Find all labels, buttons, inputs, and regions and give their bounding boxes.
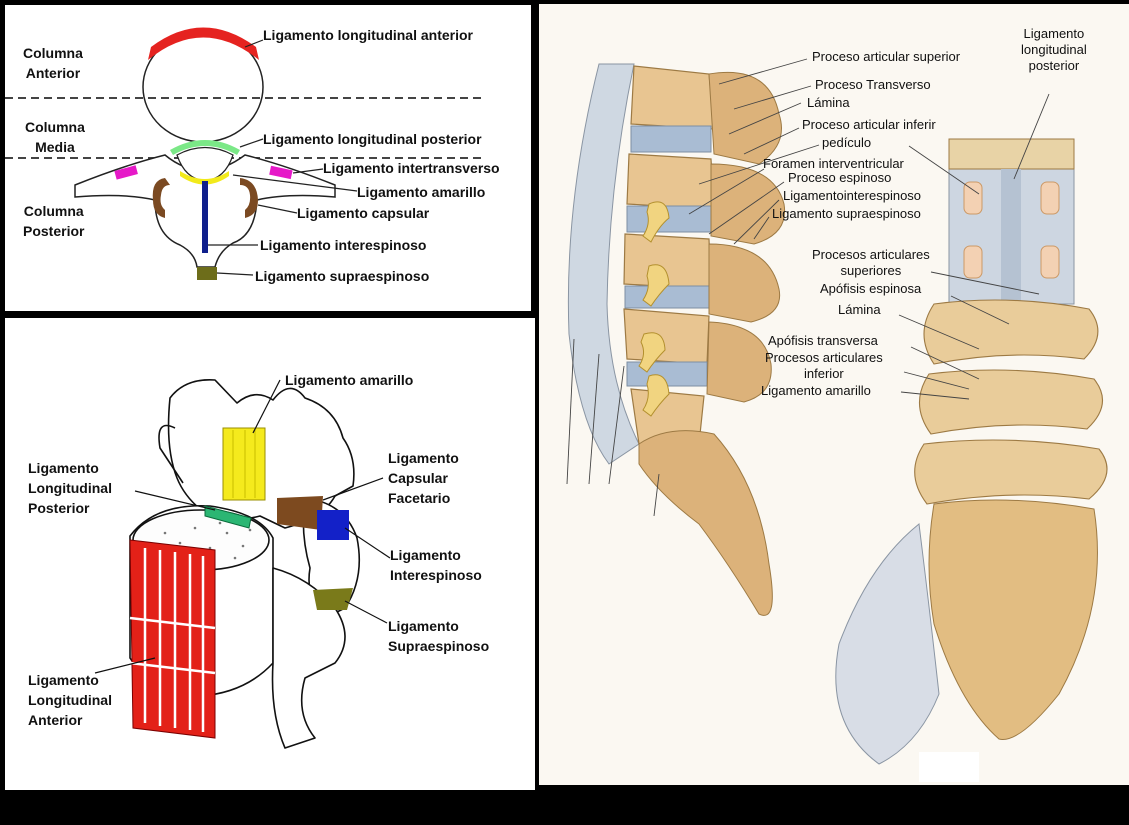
lig-capsular-label: Ligamento capsular [297,203,429,223]
procesos-art-inferior-label: Procesos articulares inferior [765,350,883,382]
lateral-vertebrae [624,66,714,444]
anterior-longitudinal-3d [130,540,215,738]
lig-long-anterior-label: Ligamento longitudinal anterior [263,25,473,45]
proc-espinoso-label: Proceso espinoso [788,171,891,185]
lig-supraespinoso-label: Ligamento supraespinoso [255,266,429,286]
columna-anterior-label: Columna Anterior [23,43,83,83]
pediculo-label: pedículo [822,136,871,150]
interspinous-mark [202,181,208,253]
interspinous-3d [317,510,349,540]
proc-articular-inferir-label: Proceso articular inferir [802,118,936,132]
lumbar-anatomy-illustration: Proceso articular superior Proceso Trans… [539,4,1129,785]
flavum-ligament-3d [223,428,265,500]
posterior-vertebrae [915,300,1107,504]
posterior-sacrum [929,500,1097,739]
p2-lig-long-posterior-label: Ligamento Longitudinal Posterior [28,458,112,518]
lig-interespinoso-label: Ligamento interespinoso [260,235,426,255]
white-patch [919,752,979,782]
lig-amarillo-anat-label: Ligamento amarillo [761,384,871,398]
lig-long-posterior-anat-label: Ligamento longitudinal posterior [1021,26,1087,74]
columna-media-label: Columna Media [25,117,85,157]
lig-amarillo-label: Ligamento amarillo [357,182,485,202]
lig-long-posterior-label: Ligamento longitudinal posterior [263,129,482,149]
p2-lig-amarillo-label: Ligamento amarillo [285,370,413,390]
axial-ligament-diagram: Columna Anterior Columna Media Columna P… [5,5,531,311]
proc-articular-superior-label: Proceso articular superior [812,50,960,64]
supraspinous-mark [197,267,217,280]
foramen-label: Foramen interventricular [763,157,904,171]
lamina-mid-label: Lámina [838,303,881,317]
p2-lig-long-anterior-label: Ligamento Longitudinal Anterior [28,670,112,730]
p2-lig-supraespinoso-label: Ligamento Supraespinoso [388,616,489,656]
lig-supraespinoso-anat-label: Ligamento supraespinoso [772,207,921,221]
p2-lig-capsular-label: Ligamento Capsular Facetario [388,448,459,508]
lig-intertransverso-label: Ligamento intertransverso [323,158,500,178]
procesos-art-superiores-label: Procesos articulares superiores [812,247,930,279]
apofisis-transversa-label: Apófisis transversa [768,334,878,348]
supraspinous-3d [313,588,353,610]
lamina-top-label: Lámina [807,96,850,110]
lateral-sacrum [639,431,772,616]
columna-posterior-label: Columna Posterior [23,201,84,241]
pelvic-ligaments [836,524,939,764]
capsular-3d [277,496,323,530]
proc-transverso-label: Proceso Transverso [815,78,931,92]
p2-lig-interespinoso-label: Ligamento Interespinoso [390,545,482,585]
lig-interespinoso-anat-label: Ligamentointerespinoso [783,189,921,203]
oblique-ligament-diagram: Ligamento amarillo Ligamento Longitudina… [5,318,535,790]
apofisis-espinosa-label: Apófisis espinosa [820,282,921,296]
